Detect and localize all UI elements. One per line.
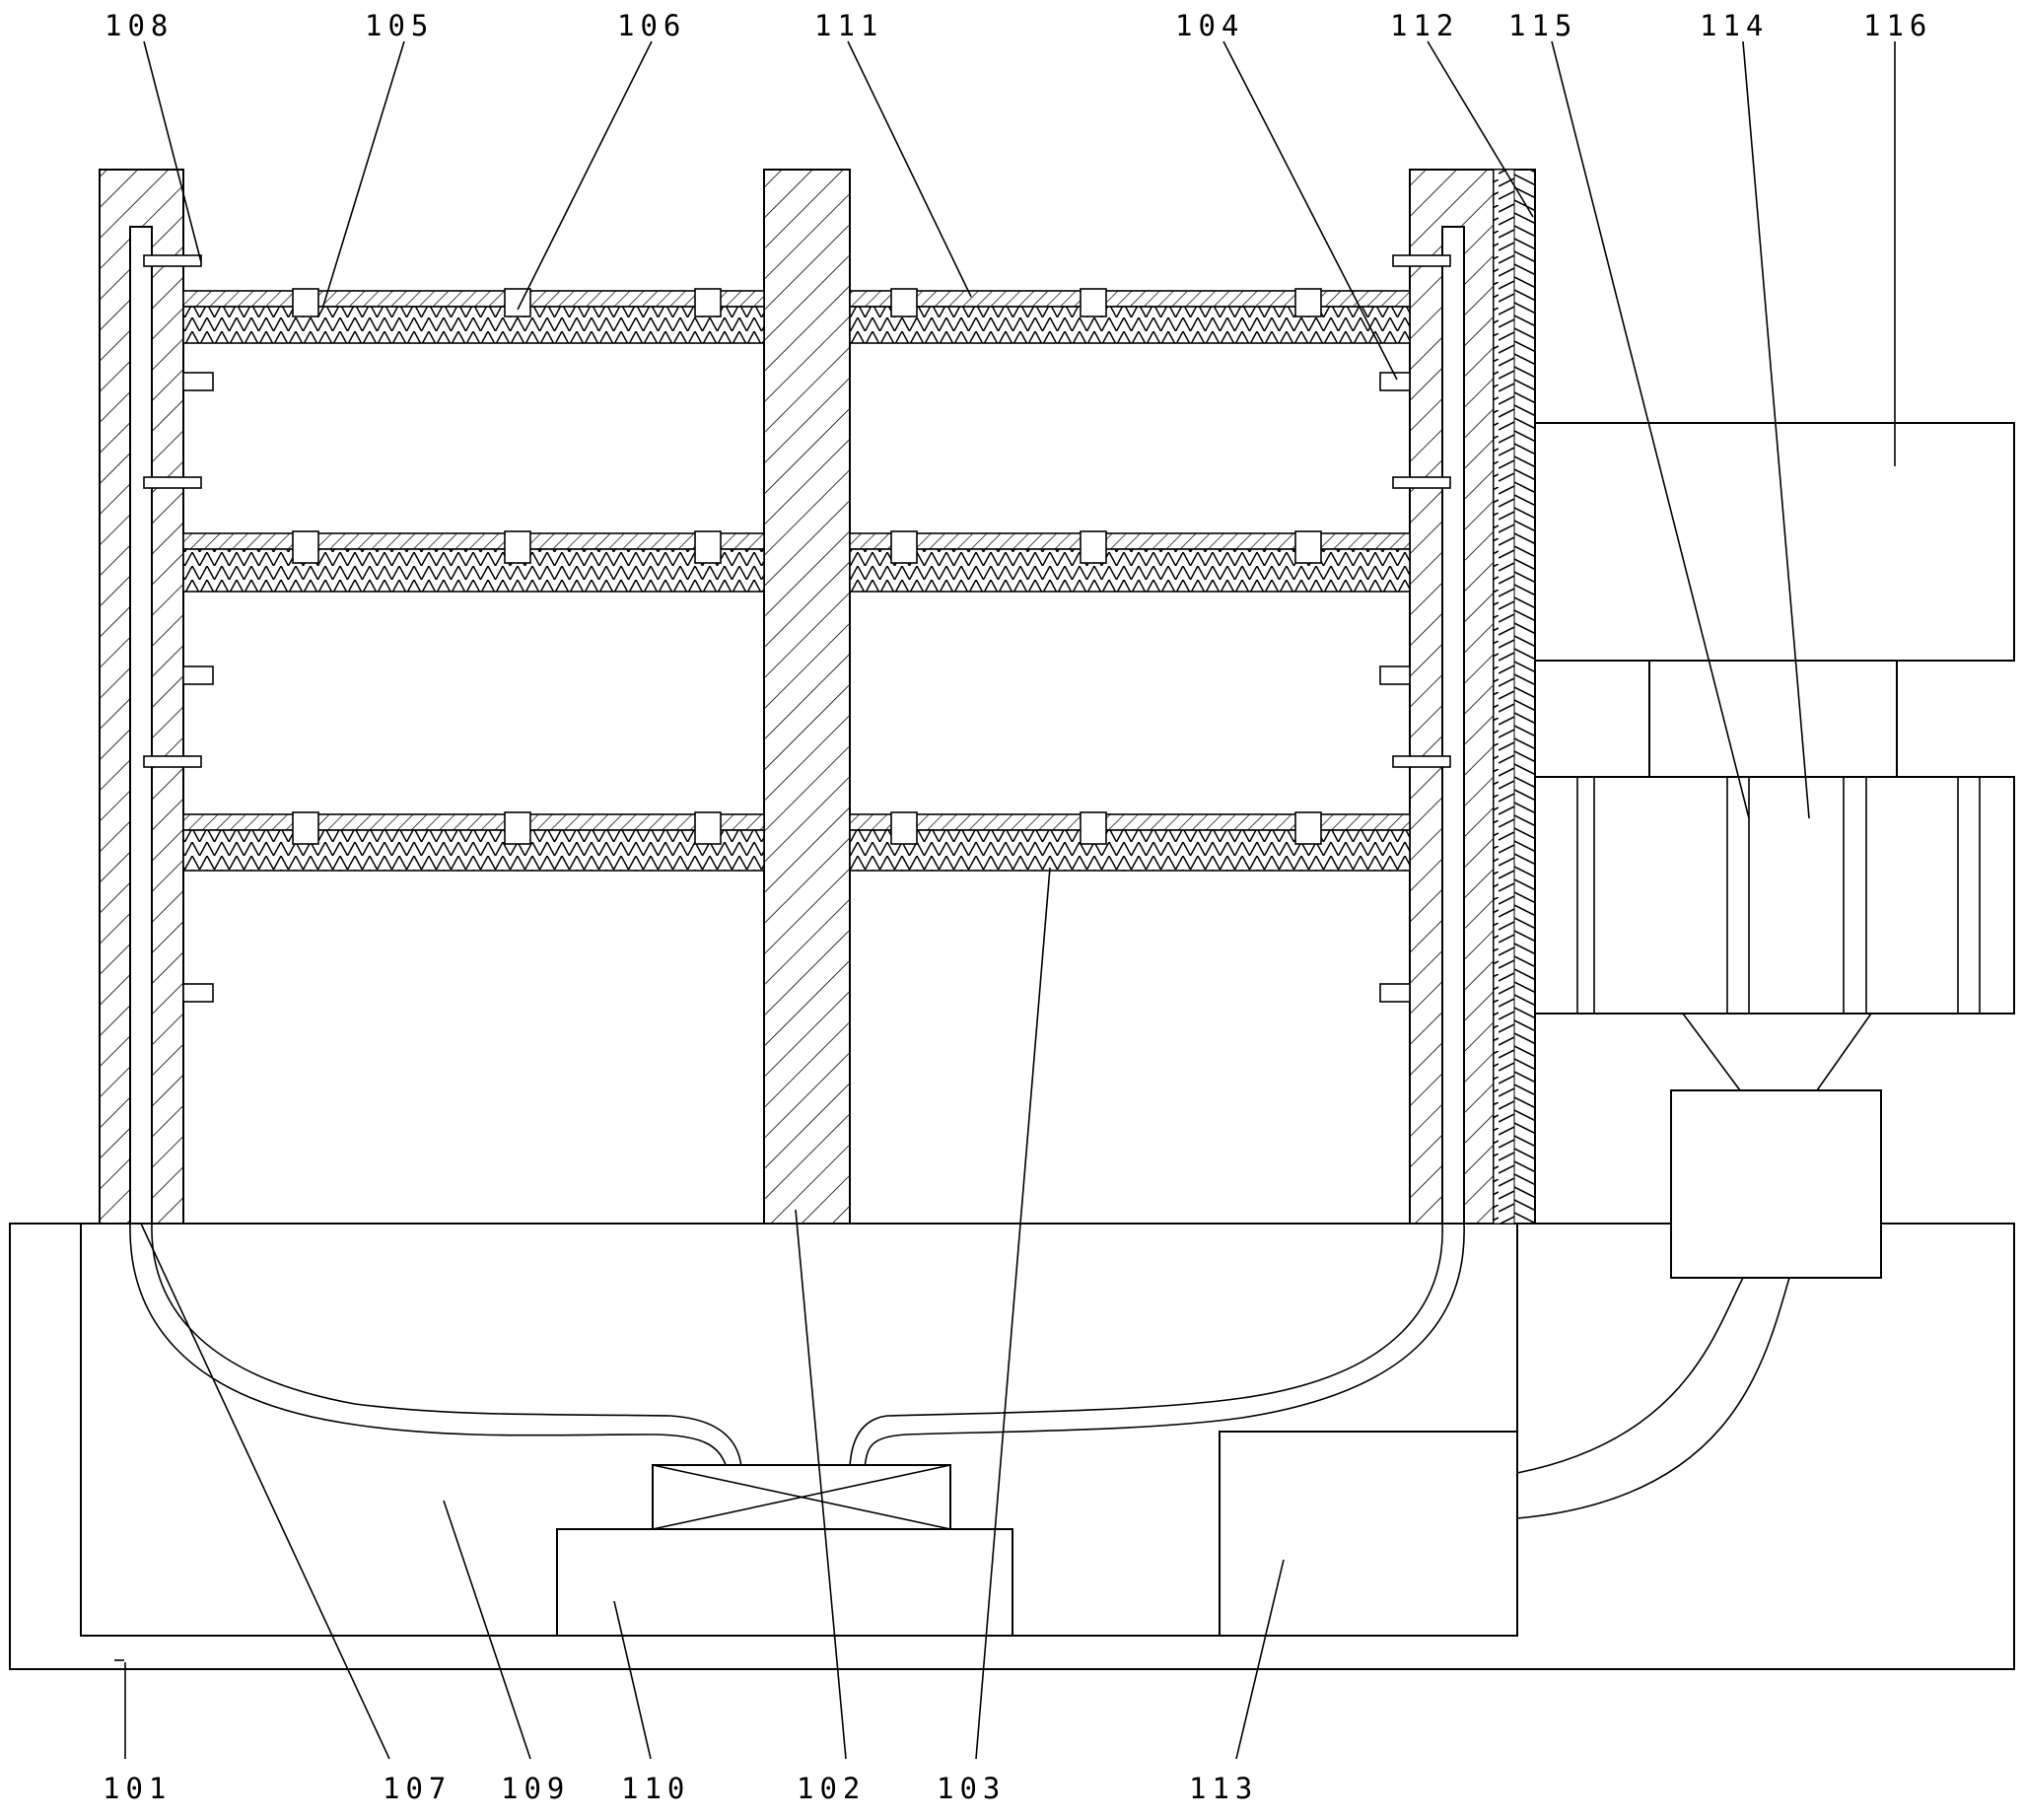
label-113: 113	[1189, 1772, 1258, 1805]
label-101: 101	[103, 1772, 172, 1805]
shelf-slots	[292, 288, 1322, 845]
leader-lines	[114, 40, 1896, 1760]
pump-box	[1670, 1089, 1882, 1279]
label-110: 110	[621, 1772, 690, 1805]
label-114: 114	[1700, 9, 1769, 42]
left-pipe-107	[129, 226, 153, 1225]
right-hose	[864, 1223, 1465, 1468]
motor-110	[556, 1528, 1013, 1637]
label-103: 103	[937, 1772, 1006, 1805]
controller-113	[1219, 1431, 1518, 1637]
support-blocks	[182, 372, 1411, 1003]
label-106: 106	[617, 9, 686, 42]
label-109: 109	[501, 1772, 570, 1805]
label-107: 107	[383, 1772, 452, 1805]
hose-to-controller-2	[1516, 1277, 1790, 1519]
insulation-layer-112b	[1493, 169, 1515, 1225]
right-pipe	[1441, 226, 1465, 1225]
pipe-pegs	[143, 254, 1451, 768]
label-112: 112	[1390, 9, 1459, 42]
label-104: 104	[1175, 9, 1244, 42]
filter-ribs-115	[1576, 777, 1981, 1014]
left-hose-inner	[151, 1223, 742, 1468]
right-hose-inner	[849, 1223, 1443, 1468]
center-column-102	[763, 169, 851, 1225]
label-115: 115	[1508, 9, 1577, 42]
left-hose	[129, 1223, 728, 1468]
label-116: 116	[1863, 9, 1932, 42]
connector	[1648, 660, 1898, 778]
label-102: 102	[797, 1772, 866, 1805]
tank-116	[1534, 422, 2015, 662]
label-111: 111	[814, 9, 883, 42]
filter-114	[1534, 776, 2015, 1015]
label-108: 108	[105, 9, 174, 42]
shelves	[182, 290, 1411, 872]
label-105: 105	[365, 9, 434, 42]
hose-to-controller	[1516, 1277, 1744, 1474]
